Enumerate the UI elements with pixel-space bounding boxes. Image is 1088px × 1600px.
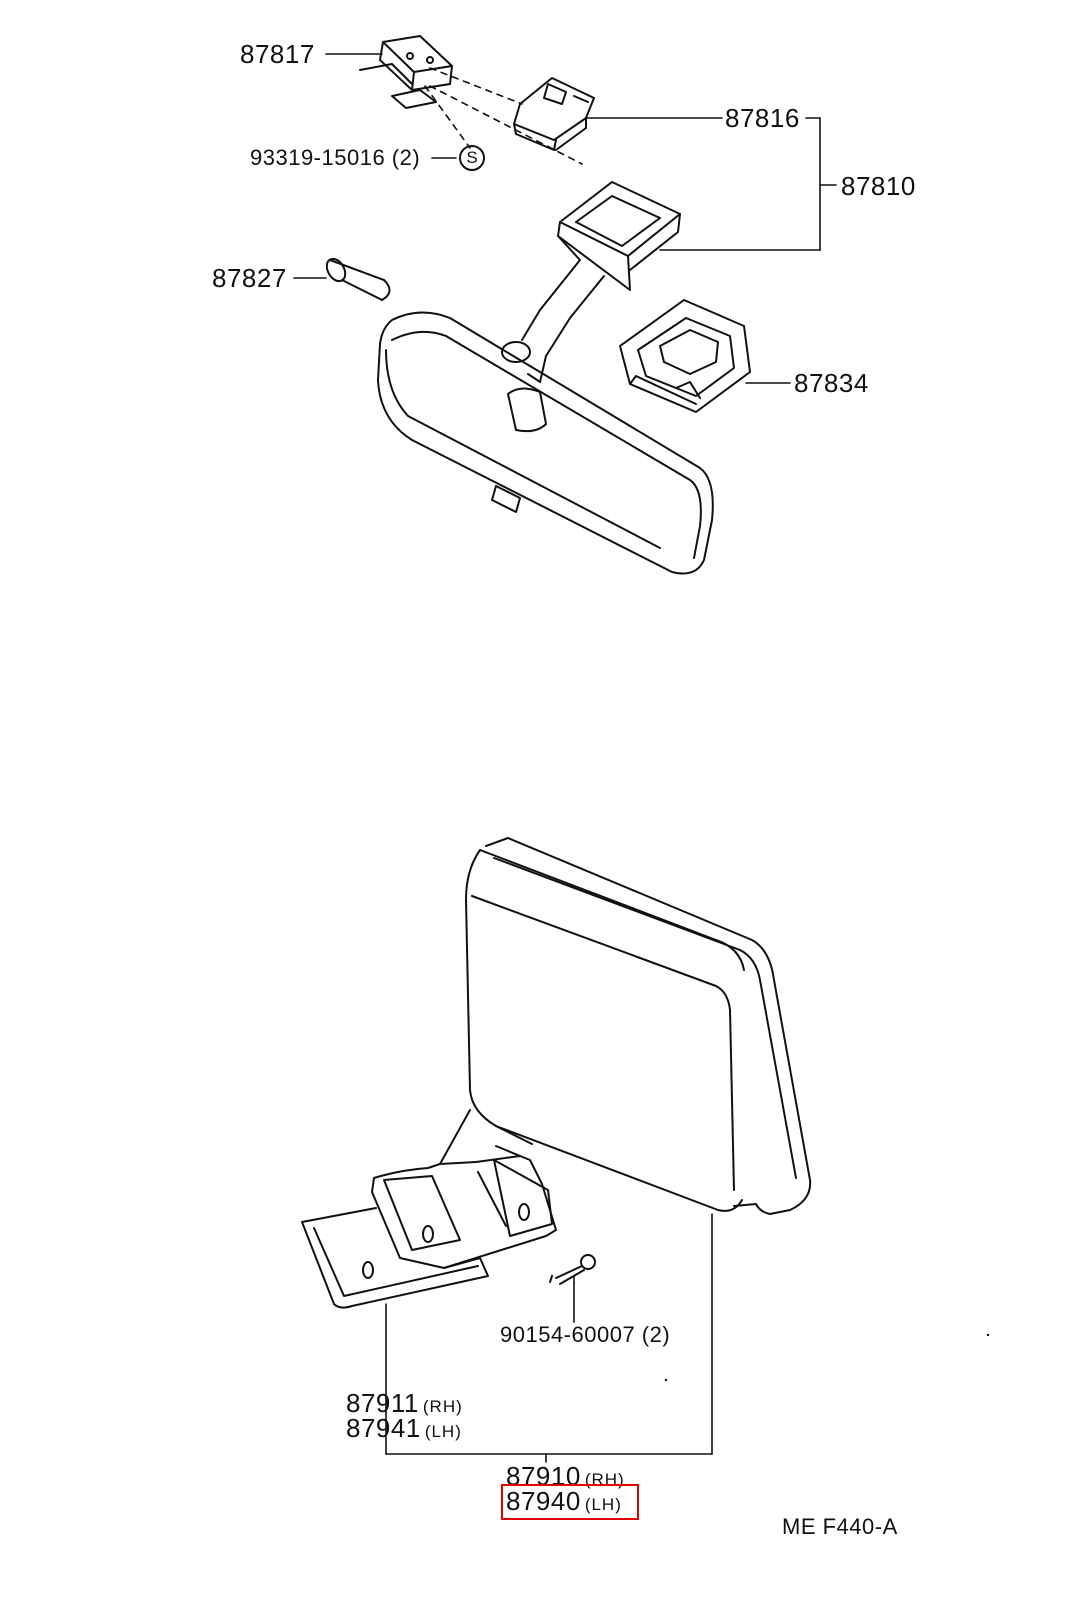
leader-lines-top bbox=[293, 53, 837, 384]
label-87810: 87810 bbox=[841, 173, 916, 199]
bracket-87817 bbox=[359, 35, 453, 109]
label-87911-rh: 87911(RH) bbox=[346, 1390, 463, 1420]
outer-mirror-base bbox=[301, 1109, 557, 1309]
mirror-stay-87810 bbox=[501, 181, 681, 383]
label-87817-text: 87817 bbox=[240, 39, 315, 69]
pin-87827 bbox=[325, 257, 391, 301]
label-93319-text: 93319-15016 (2) bbox=[250, 145, 421, 170]
leader-lines-bottom bbox=[385, 1213, 713, 1463]
label-87816-text: 87816 bbox=[725, 103, 800, 133]
label-87941-lh: 87941(LH) bbox=[346, 1415, 462, 1445]
clip-87816 bbox=[513, 77, 595, 151]
label-87911-side: (RH) bbox=[422, 1397, 463, 1416]
diagram-code: ME F440-A bbox=[782, 1516, 898, 1538]
label-87940-lh: 87940(LH) bbox=[506, 1488, 622, 1518]
label-87834: 87834 bbox=[794, 370, 869, 396]
label-87834-text: 87834 bbox=[794, 368, 869, 398]
s-symbol-text: S bbox=[466, 148, 478, 167]
inner-rear-view-mirror bbox=[377, 311, 714, 575]
pad-87834 bbox=[619, 299, 751, 413]
label-87941-side: (LH) bbox=[424, 1422, 462, 1441]
outer-mirror bbox=[465, 837, 812, 1215]
highlight-box-87940 bbox=[501, 1484, 639, 1520]
label-90154-60007: 90154-60007 (2) bbox=[500, 1324, 670, 1346]
label-87940-text: 87940 bbox=[506, 1486, 581, 1516]
label-87810-text: 87810 bbox=[841, 171, 916, 201]
label-90154-text: 90154-60007 (2) bbox=[500, 1322, 671, 1347]
diagram-code-text: ME F440-A bbox=[782, 1514, 898, 1539]
speckle-dots bbox=[664, 1333, 990, 1382]
label-87827: 87827 bbox=[212, 265, 287, 291]
label-93319-15016: 93319-15016 (2) bbox=[250, 147, 420, 169]
label-87817: 87817 bbox=[240, 41, 315, 67]
label-87911-text: 87911 bbox=[346, 1388, 419, 1418]
label-87816: 87816 bbox=[725, 105, 800, 131]
assembly-lines-top bbox=[424, 67, 583, 165]
screw-90154 bbox=[549, 1254, 596, 1285]
s-symbol-icon: S bbox=[459, 145, 485, 171]
label-87941-text: 87941 bbox=[346, 1413, 421, 1443]
label-87827-text: 87827 bbox=[212, 263, 287, 293]
label-87940-side: (LH) bbox=[584, 1495, 622, 1514]
